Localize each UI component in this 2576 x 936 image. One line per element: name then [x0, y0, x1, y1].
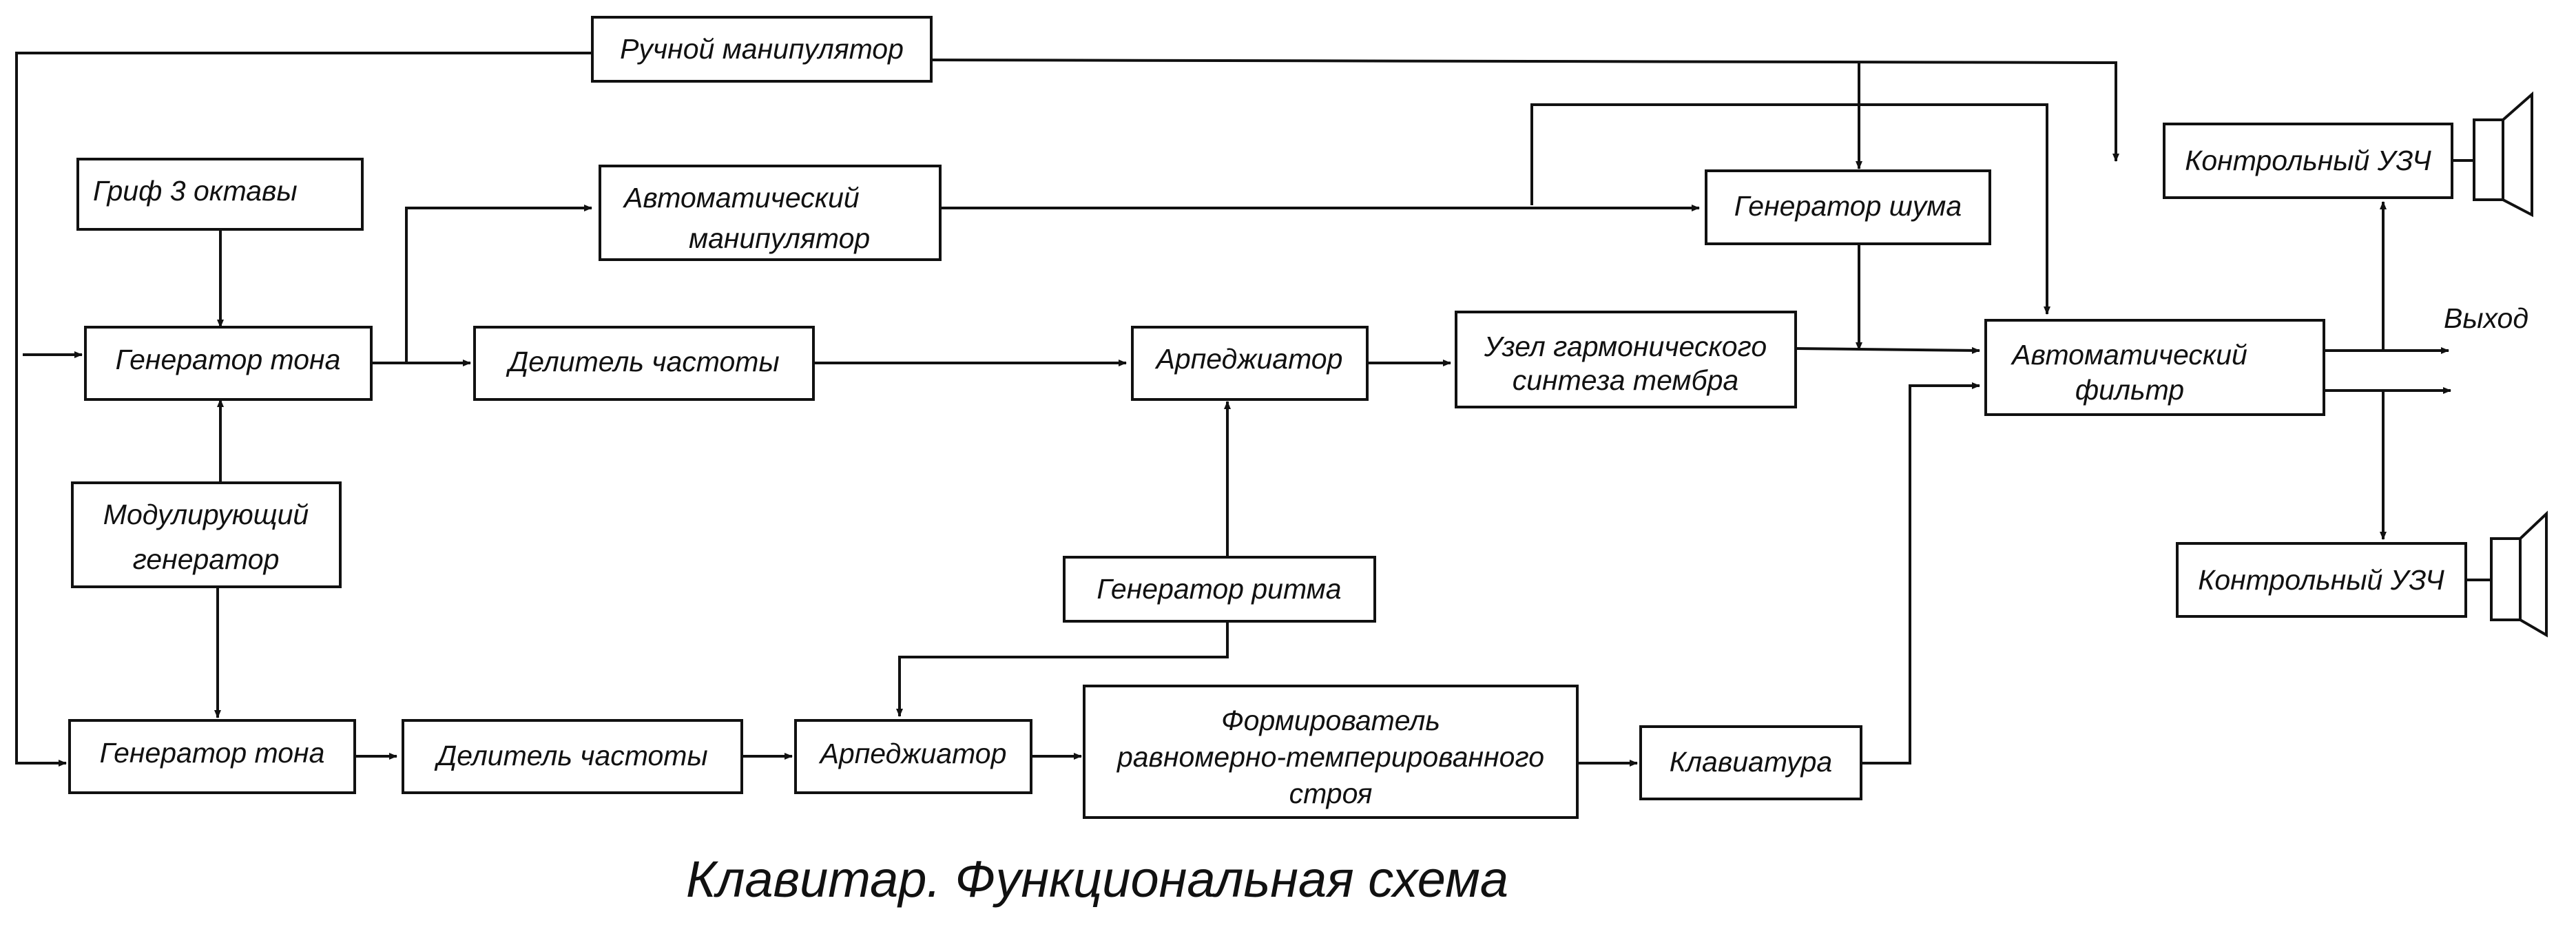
- control-amplifier-bottom-block: Контрольный УЗЧ: [2176, 542, 2467, 618]
- svg-text:Делитель частоты: Делитель частоты: [506, 346, 779, 377]
- output-label: Выход: [2444, 302, 2528, 334]
- svg-text:Гриф 3 октавы: Гриф 3 октавы: [93, 175, 298, 207]
- svg-text:фильтр: фильтр: [2075, 374, 2184, 406]
- svg-text:Генератор ритма: Генератор ритма: [1097, 573, 1341, 605]
- temperament-former-block: Формирователь равномерно-темперированног…: [1083, 685, 1579, 819]
- connection-lines: [15, 52, 2451, 767]
- svg-text:Модулирующий: Модулирующий: [103, 499, 309, 530]
- fretboard-block: Гриф 3 октавы: [76, 158, 364, 231]
- svg-text:Генератор тона: Генератор тона: [116, 344, 341, 375]
- svg-text:Арпеджиатор: Арпеджиатор: [1154, 343, 1343, 375]
- frequency-divider-top-block: Делитель частоты: [473, 326, 815, 401]
- control-amplifier-top-block: Контрольный УЗЧ: [2163, 123, 2453, 199]
- svg-text:Арпеджиатор: Арпеджиатор: [818, 738, 1007, 769]
- svg-text:Узел гармонического: Узел гармонического: [1484, 331, 1767, 362]
- speaker-icon: [2466, 510, 2548, 638]
- arpeggiator-top-block: Арпеджиатор: [1131, 326, 1369, 401]
- svg-text:строя: строя: [1289, 778, 1373, 809]
- frequency-divider-bottom-block: Делитель частоты: [402, 719, 743, 794]
- svg-text:Контрольный УЗЧ: Контрольный УЗЧ: [2185, 145, 2431, 176]
- svg-text:Автоматический: Автоматический: [622, 182, 860, 214]
- harmonic-synthesis-block: Узел гармонического синтеза тембра: [1455, 311, 1797, 408]
- auto-filter-block: Автоматический фильтр: [1984, 319, 2325, 416]
- svg-text:генератор: генератор: [133, 543, 280, 575]
- diagram-title: Клавитар. Функциональная схема: [686, 851, 1508, 908]
- svg-text:Автоматический: Автоматический: [2010, 339, 2247, 371]
- svg-text:Генератор тона: Генератор тона: [100, 737, 325, 769]
- speaker-icon: [2452, 91, 2533, 218]
- svg-text:Делитель частоты: Делитель частоты: [434, 740, 707, 771]
- svg-text:Генератор шума: Генератор шума: [1734, 190, 1962, 222]
- svg-text:равномерно-темперированного: равномерно-темперированного: [1116, 741, 1544, 773]
- svg-text:Клавиатура: Клавиатура: [1670, 746, 1832, 778]
- svg-text:Формирователь: Формирователь: [1221, 705, 1440, 736]
- tone-generator-bottom-block: Генератор тона: [68, 719, 356, 794]
- arpeggiator-bottom-block: Арпеджиатор: [794, 719, 1032, 794]
- svg-text:синтеза тембра: синтеза тембра: [1513, 364, 1738, 396]
- svg-text:Контрольный УЗЧ: Контрольный УЗЧ: [2198, 564, 2444, 596]
- svg-text:манипулятор: манипулятор: [689, 222, 870, 254]
- keyboard-block: Клавиатура: [1639, 725, 1862, 800]
- svg-text:Ручной манипулятор: Ручной манипулятор: [620, 33, 904, 65]
- tone-generator-top-block: Генератор тона: [84, 326, 373, 401]
- rhythm-generator-block: Генератор ритма: [1063, 556, 1376, 623]
- modulating-generator-block: Модулирующий генератор: [71, 481, 342, 588]
- auto-manipulator-block: Автоматический манипулятор: [599, 165, 942, 261]
- noise-generator-block: Генератор шума: [1705, 169, 1991, 245]
- manual-manipulator-block: Ручной манипулятор: [591, 16, 933, 83]
